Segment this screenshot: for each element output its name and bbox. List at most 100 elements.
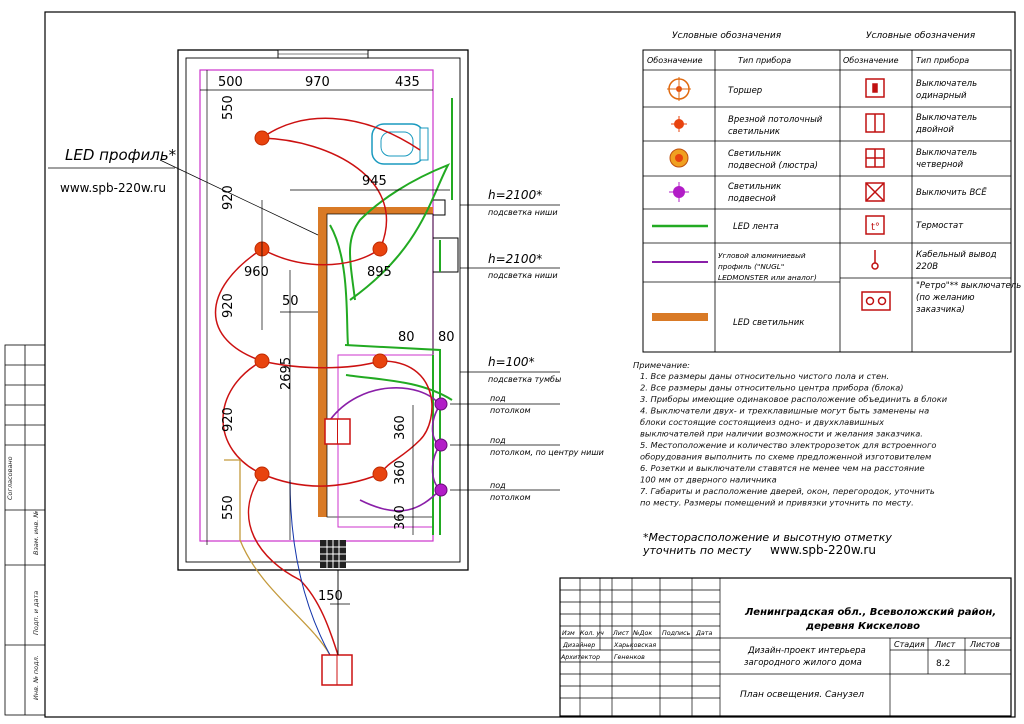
callout-1-height: h=2100*	[488, 188, 542, 202]
ceiling-note-3-a: под	[490, 481, 506, 490]
ceiling-note-2-b: потолком, по центру ниши	[490, 448, 604, 457]
side-stamp-2: Подп. и дата	[32, 591, 40, 635]
note-line: по месту. Размеры помещений и привязки у…	[640, 498, 914, 508]
project-line2: загородного жилого дома	[744, 658, 862, 668]
notes-website: www.spb-220w.ru	[770, 543, 876, 557]
floor-plan: 500 970 435 550 920 945 960 895 50 920 2…	[48, 49, 604, 686]
sheet-label: Лист	[934, 640, 956, 649]
led-profile-label: LED профиль*	[65, 146, 177, 164]
dim-920-a: 920	[221, 185, 236, 210]
footnote-line2: уточнить по месту	[642, 544, 752, 557]
dim-895: 895	[367, 265, 392, 280]
dim-960: 960	[244, 265, 269, 280]
legend-left-5: LED лента	[733, 222, 779, 232]
dim-80-a: 80	[398, 330, 415, 345]
led-light-bar	[318, 207, 327, 517]
floor-lamp-icon	[667, 77, 691, 101]
col-doc: №Док	[632, 630, 652, 637]
note-line: 1. Все размеры даны относительно чистого…	[640, 371, 889, 381]
location-line1: Ленинградская обл., Всеволожский район,	[744, 606, 996, 618]
wiring	[214, 117, 433, 656]
recessed-ceiling-light-icon	[671, 116, 687, 132]
footnote-line1: *Месторасположение и высотную отметку	[643, 531, 892, 544]
note-line: 3. Приборы имеющие одинаковое расположен…	[640, 394, 948, 404]
quad-switch-icon	[865, 148, 885, 168]
designer-role: Дизайнер	[562, 642, 595, 649]
dim-550-bot: 550	[221, 495, 236, 520]
note-line: 100 мм от дверного наличника	[640, 475, 777, 485]
sheets-label: Листов	[969, 640, 1000, 649]
designer-name: Харьковская	[613, 642, 656, 649]
note-line: оборудования выполнить по схеме предложе…	[640, 452, 931, 462]
dim-2695: 2695	[279, 357, 294, 390]
ceiling-note-3-b: потолком	[490, 493, 531, 502]
legend: Условные обозначения Условные обозначени…	[642, 31, 1021, 353]
legend-right-4: Выключить ВСЁ	[916, 187, 987, 198]
dim-550-top: 550	[221, 95, 236, 120]
col-sign: Подпись	[662, 630, 691, 637]
legend-right-5: Термостат	[916, 221, 964, 231]
ceiling-note-1-a: под	[490, 394, 506, 403]
double-switch-icon	[865, 113, 885, 133]
ceiling-note-2-a: под	[490, 436, 506, 445]
stage-label: Стадия	[894, 640, 925, 649]
dimension-lines	[159, 70, 450, 605]
callout-1-label: подсветка ниши	[488, 208, 558, 217]
note-line: 7. Габариты и расположение дверей, окон,…	[640, 486, 935, 496]
note-line: 4. Выключатели двух- и трехклавишные мог…	[640, 406, 929, 416]
architect-name: Гененков	[614, 654, 645, 661]
legend-col-type2: Тип прибора	[916, 56, 969, 65]
drawing-title: План освещения. Санузел	[740, 690, 864, 700]
dim-920-c: 920	[221, 407, 236, 432]
notes-title: Примечание:	[633, 360, 690, 370]
col-list: Лист	[612, 630, 629, 637]
legend-col-symbol: Обозначение	[647, 56, 703, 65]
retro-switch-icon	[861, 291, 891, 311]
single-switch-icon	[865, 78, 885, 98]
notes-lines: 1. Все размеры даны относительно чистого…	[640, 371, 948, 508]
legend-title-right: Условные обозначения	[866, 31, 976, 41]
col-date: Дата	[695, 630, 712, 637]
led-strip-lines	[329, 98, 453, 535]
legend-col-type: Тип прибора	[738, 56, 791, 65]
col-kol: Кол. уч	[580, 630, 604, 637]
legend-left-7: LED светильник	[733, 318, 805, 328]
note-line: блоки состоящие состоящиеиз одно- и двух…	[640, 417, 884, 427]
note-line: 2. Все размеры даны относительно центра …	[640, 383, 904, 393]
title-block: Ленинградская обл., Всеволожский район, …	[559, 577, 1012, 717]
legend-title-left: Условные обозначения	[672, 31, 782, 41]
location-line2: деревня Кискелово	[805, 621, 920, 632]
dim-360-c: 360	[393, 505, 408, 530]
callout-3-label: подсветка тумбы	[488, 375, 561, 384]
recessed-ceiling-lights	[254, 130, 388, 482]
legend-col-symbol2: Обозначение	[843, 56, 899, 65]
pendant-light-icon	[669, 182, 689, 202]
note-line: выключателей при наличии возможности и ж…	[640, 429, 923, 439]
led-light-bar-icon	[652, 313, 708, 321]
legend-left-1: Торшер	[728, 86, 762, 96]
svg-text:t°: t°	[871, 222, 880, 233]
dim-360-a: 360	[393, 415, 408, 440]
callout-2-label: подсветка ниши	[488, 271, 558, 280]
side-stamp-1: Инв. № подл.	[32, 655, 40, 700]
dim-150: 150	[318, 589, 343, 604]
pendant-lights	[434, 397, 448, 497]
side-stamp-5: Согласовано	[6, 456, 14, 500]
architect-role: Архитектор	[560, 654, 600, 661]
callout-3-height: h=100*	[488, 355, 535, 369]
cable-outlet-icon	[871, 250, 879, 270]
dim-945: 945	[362, 174, 387, 189]
dim-500: 500	[218, 75, 243, 90]
dim-50: 50	[282, 294, 299, 309]
toilet	[371, 123, 429, 165]
side-stamp-3: Взам. инв. №	[32, 511, 40, 555]
col-izm: Изм	[562, 630, 575, 637]
